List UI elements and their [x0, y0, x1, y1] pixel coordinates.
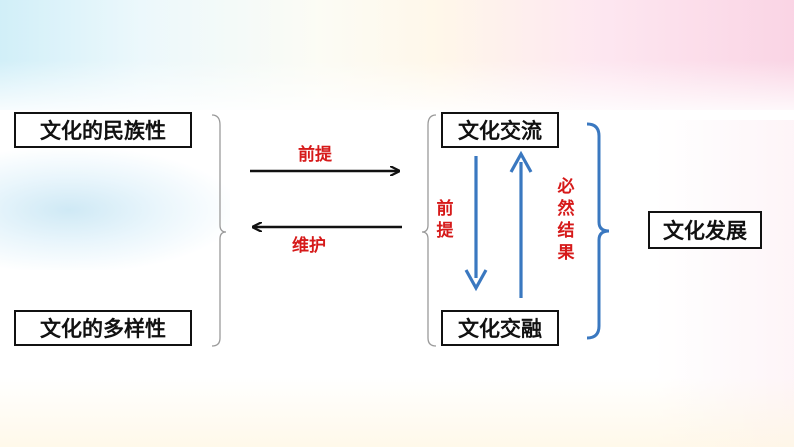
right-bracket [586, 122, 610, 340]
middle-bracket [421, 114, 437, 347]
left-bracket [211, 114, 227, 347]
concept-box-national: 文化的民族性 [14, 112, 192, 148]
background-top-fade [0, 60, 794, 120]
exchange-box: 文化交流 [441, 112, 559, 148]
up-arrow-label: 必然结果 [557, 177, 575, 263]
blend-box: 文化交融 [441, 310, 559, 346]
background-cloud [0, 150, 230, 270]
up-arrow [509, 150, 533, 298]
backward-arrow-label: 维护 [292, 236, 326, 256]
result-box: 文化发展 [648, 211, 762, 249]
down-arrow [464, 156, 488, 292]
background-bottom-tint [0, 377, 794, 447]
down-arrow-label: 前提 [436, 199, 454, 241]
forward-arrow-label: 前提 [298, 145, 332, 165]
concept-box-diversity: 文化的多样性 [14, 310, 192, 346]
